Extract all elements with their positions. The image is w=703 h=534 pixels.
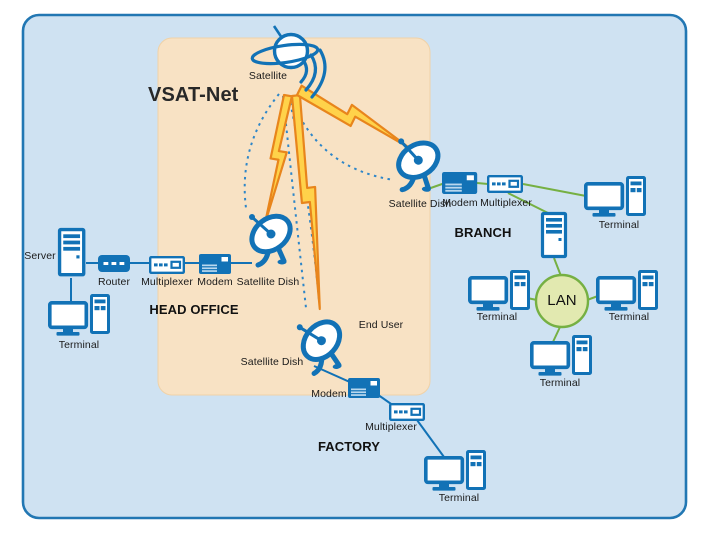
dotted-signal-paths (243, 93, 395, 309)
terminal-label-factory: Terminal (438, 492, 480, 504)
dotted-signal-path-factory-1 (282, 95, 307, 309)
terminal-label-branch-top: Terminal (598, 219, 640, 231)
factory-region-label: FACTORY (317, 439, 381, 454)
multiplexer-icon-head-office (148, 256, 186, 274)
modem-icon-head-office (199, 254, 231, 274)
terminal-label-branch-bottom: Terminal (539, 377, 581, 389)
satellite-label: Satellite (248, 70, 288, 82)
modem-icon-factory (348, 378, 380, 398)
satellite-dish-label-head-office: Satellite Dish (236, 276, 300, 288)
router-label: Router (97, 276, 131, 288)
tower-icon-factory-terminal (466, 450, 486, 490)
tower-icon-branch-terminal-top (626, 176, 646, 216)
lan-circle (534, 273, 590, 329)
tower-icon-branch-terminal-left (510, 270, 530, 310)
tower-icon-branch-terminal-bottom (572, 335, 592, 375)
lan-label: LAN (547, 292, 577, 309)
terminal-label-branch-left: Terminal (476, 311, 518, 323)
multiplexer-icon-factory (389, 403, 425, 421)
server-icon-branch (540, 211, 568, 259)
end-user-label: End User (358, 319, 404, 331)
server-label-head-office: Server (24, 250, 56, 262)
branch-region-label: BRANCH (454, 225, 512, 240)
multiplexer-label-head-office: Multiplexer (141, 276, 193, 288)
satellite-dish-label-branch: Satellite Dish (388, 198, 452, 210)
multiplexer-icon-branch (487, 174, 523, 194)
modem-label-head-office: Modem (197, 276, 233, 288)
tower-icon-branch-terminal-right (638, 270, 658, 310)
satellite-dish-label-factory: Satellite Dish (240, 356, 304, 368)
router-icon (98, 255, 130, 272)
terminal-label-head-office: Terminal (58, 339, 100, 351)
modem-icon-branch (442, 172, 478, 194)
terminal-label-branch-right: Terminal (608, 311, 650, 323)
tower-icon-head-office-terminal (90, 294, 110, 334)
multiplexer-label-branch: Multiplexer (480, 197, 532, 209)
multiplexer-label-factory: Multiplexer (365, 421, 417, 433)
server-icon-head-office (57, 227, 86, 277)
head-office-region-label: HEAD OFFICE (149, 302, 239, 317)
modem-label-branch: Modem (442, 197, 478, 209)
dotted-signal-path-head-office (243, 93, 280, 209)
satellite-icon (250, 25, 320, 70)
diagram-title: VSAT-Net (148, 84, 239, 106)
modem-label-factory: Modem (311, 388, 347, 400)
